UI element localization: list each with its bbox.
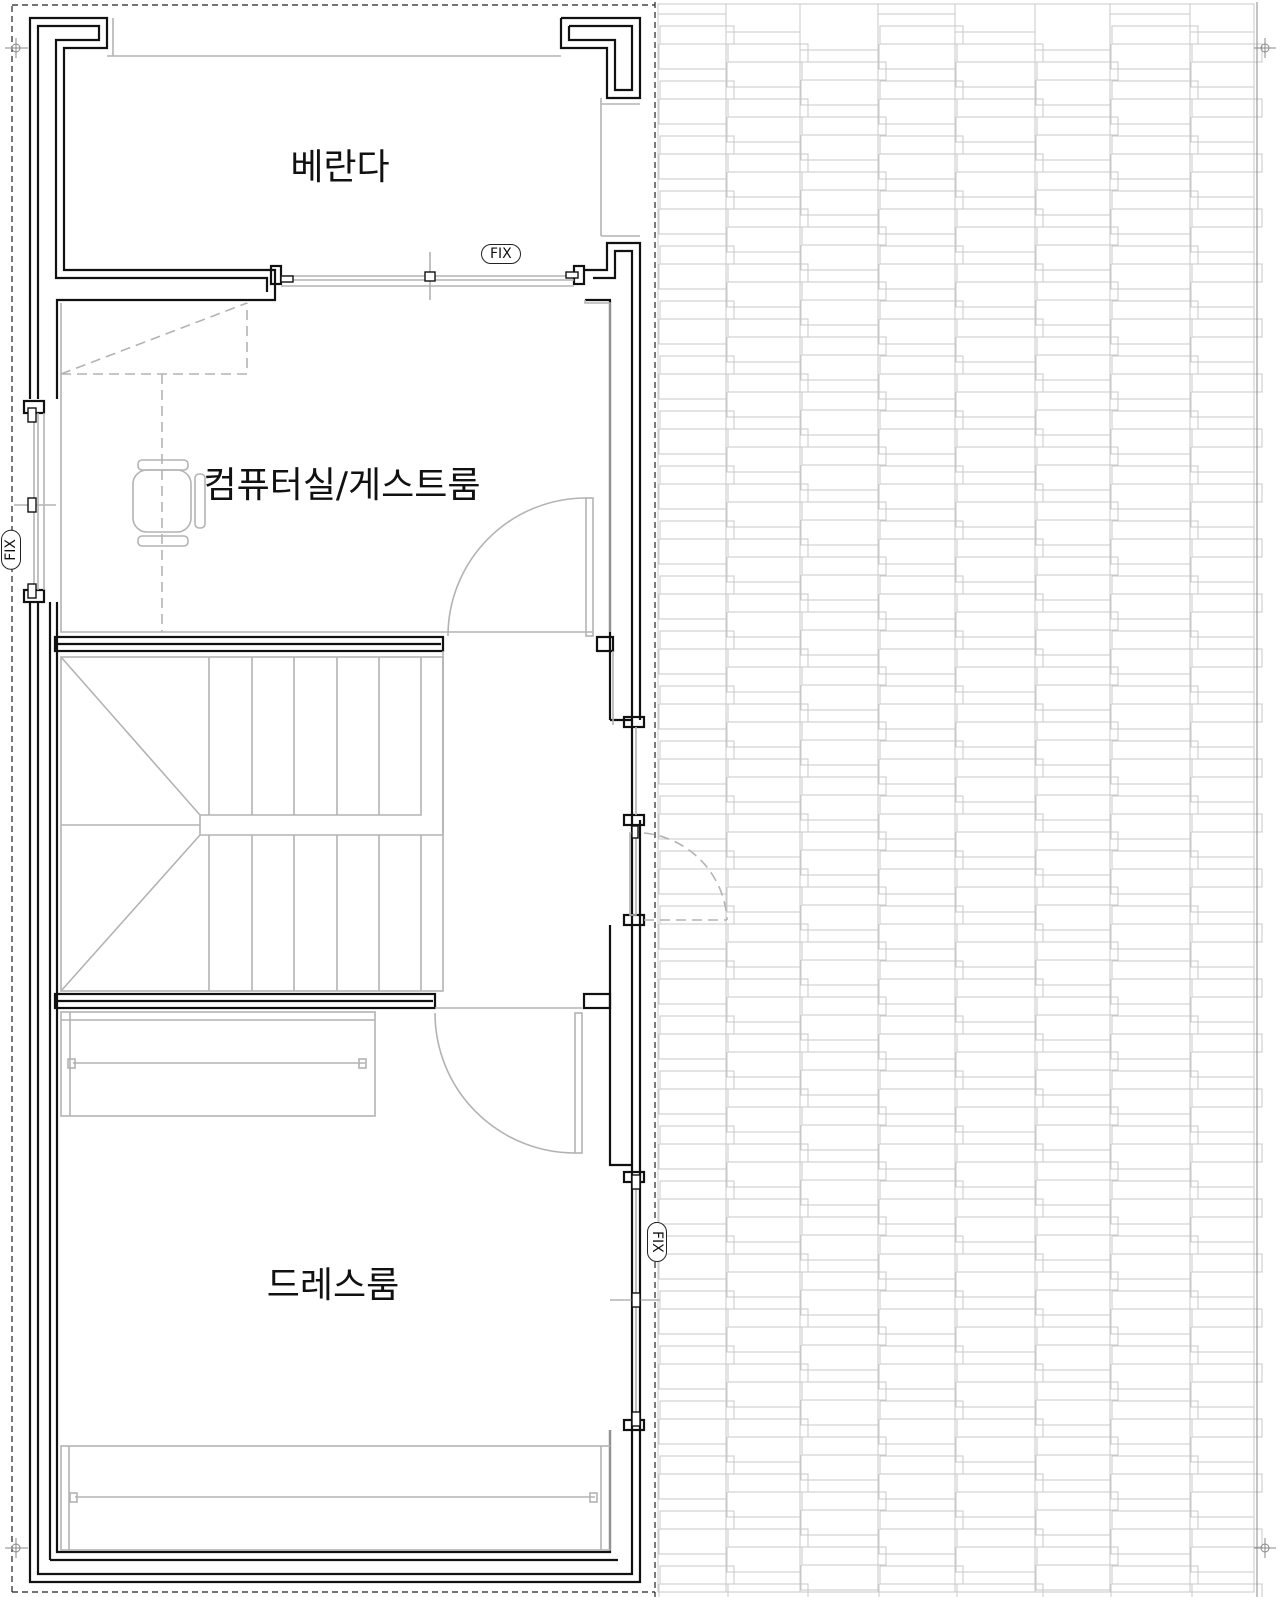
roof-tile-pattern: [657, 3, 1263, 1597]
fix-window-tag-top: FIX: [481, 244, 521, 264]
room-label-veranda: 베란다: [290, 147, 390, 188]
fix-window-tag-right: FIX: [647, 1222, 667, 1262]
boundary-line: [11, 2, 656, 1597]
room-label-dressroom: 드레스룸: [266, 1265, 400, 1306]
room-label-computer-guest: 컴퓨터실/게스트룸: [203, 465, 481, 506]
window-sashes: [27, 271, 641, 1427]
edge-markers: [5, 2, 1276, 1597]
fix-window-tag-left: FIX: [1, 530, 21, 570]
interior-fixtures: [14, 18, 728, 1551]
